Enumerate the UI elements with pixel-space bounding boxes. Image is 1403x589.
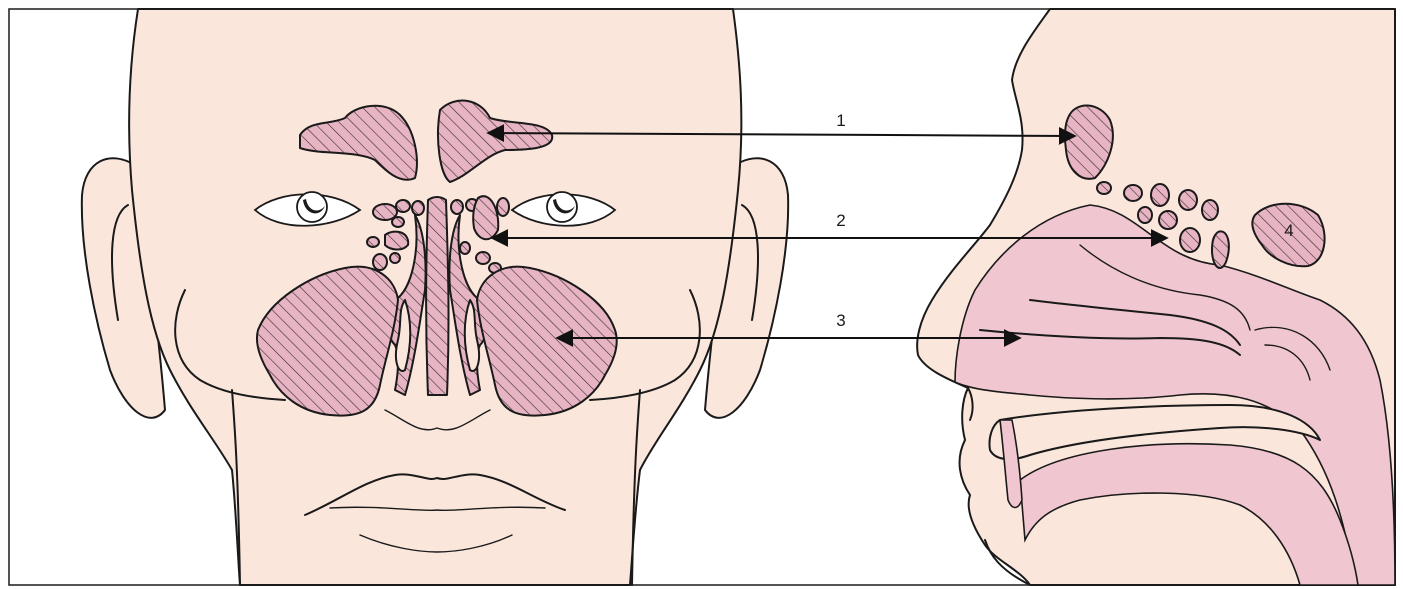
ethmoid-cells-front	[366, 195, 510, 274]
upper-lip	[304, 473, 566, 516]
chin-line	[359, 534, 513, 553]
label-1: 1	[836, 111, 845, 130]
right-eye	[510, 191, 617, 227]
frontal-sinus-left	[299, 104, 418, 181]
label-3: 3	[836, 311, 845, 330]
label-4: 4	[1284, 221, 1293, 240]
nasal-septum	[425, 196, 450, 396]
hard-palate	[988, 404, 1321, 461]
left-eye	[253, 191, 362, 227]
label-2: 2	[836, 211, 845, 230]
maxillary-sinus-left	[256, 265, 399, 417]
sphenoid-sinus	[1251, 202, 1326, 268]
oral-cavity	[1019, 443, 1359, 586]
arrow-1	[486, 124, 1077, 145]
lateral-view-head	[916, 8, 1396, 586]
maxillary-sinus-right	[476, 265, 618, 417]
nasal-cavity	[954, 204, 1396, 586]
ethmoid-cells-lateral	[1096, 181, 1230, 269]
nose-base	[384, 409, 491, 431]
front-view-face	[80, 8, 790, 586]
